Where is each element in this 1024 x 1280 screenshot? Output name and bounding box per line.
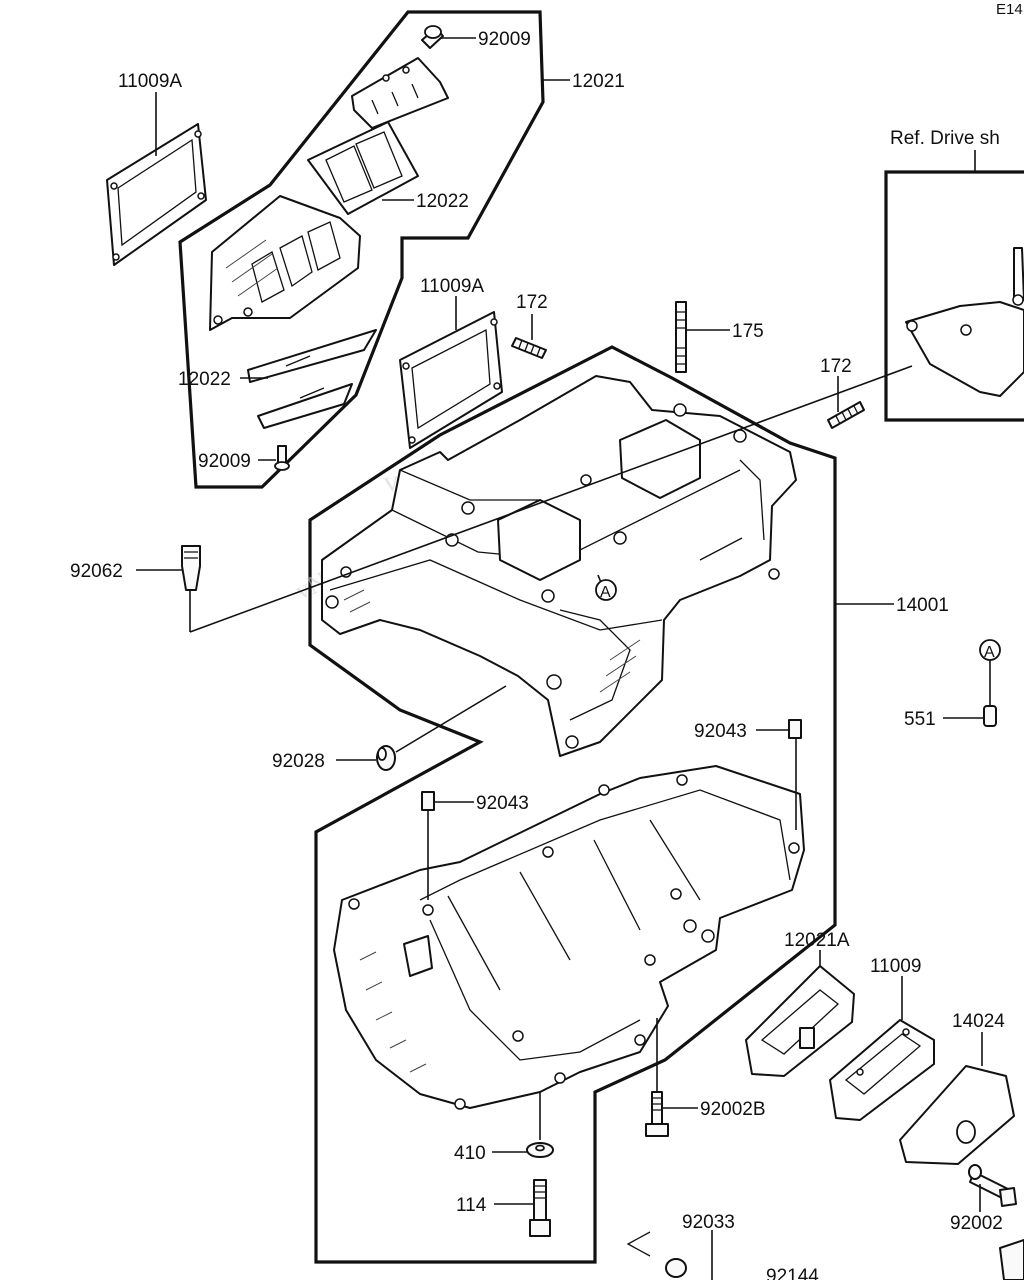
label-11009: 11009	[870, 956, 921, 977]
label-172-right: 172	[820, 356, 852, 377]
part-92033	[665, 1258, 687, 1278]
bolt-114	[529, 1179, 551, 1237]
label-11009a-middle: 11009A	[420, 276, 484, 297]
reed-petal-12022-upper	[307, 121, 419, 215]
screw-92009-bottom	[274, 445, 290, 471]
label-175: 175	[732, 321, 764, 342]
label-92043-right: 92043	[694, 721, 747, 742]
diagram-code: E14	[996, 1, 1023, 18]
stud-172-right	[827, 401, 865, 429]
part-92144	[999, 1239, 1024, 1280]
label-172-left: 172	[516, 292, 548, 313]
svg-text:A: A	[600, 584, 611, 601]
label-410: 410	[454, 1143, 486, 1164]
lower-crankcase	[333, 765, 805, 1110]
label-12021: 12021	[572, 71, 625, 92]
marker-a-side: A	[979, 639, 1001, 661]
crankcase-group-outline	[308, 345, 837, 1264]
dowel-92043-left	[421, 791, 435, 811]
label-92033: 92033	[682, 1212, 735, 1233]
label-12022-upper: 12022	[416, 191, 469, 212]
reed-petal-12022-lower	[247, 329, 377, 429]
label-14001: 14001	[896, 595, 949, 616]
leader-lines	[136, 37, 991, 1280]
washer-410	[526, 1142, 554, 1158]
label-92009-bottom: 92009	[198, 451, 251, 472]
label-114: 114	[456, 1195, 487, 1216]
reed-stopper-upper	[351, 57, 449, 129]
screw-92009-top	[421, 25, 444, 49]
label-12022-lower: 12022	[178, 369, 231, 390]
drive-shaft-housing	[905, 247, 1024, 397]
bolt-92002	[968, 1164, 1017, 1207]
label-92062: 92062	[70, 561, 123, 582]
ref-drive-shaft-label: Ref. Drive sh	[890, 128, 1000, 149]
label-14024: 14024	[952, 1011, 1005, 1032]
label-92043-left: 92043	[476, 793, 529, 814]
dowel-92043-right	[788, 719, 802, 739]
drive-shaft-ref-box	[884, 170, 1024, 422]
label-92009-top: 92009	[478, 29, 531, 50]
marker-a-crankcase: A	[595, 579, 617, 601]
label-92002b: 92002B	[700, 1099, 766, 1120]
label-92002: 92002	[950, 1213, 1003, 1234]
label-92028: 92028	[272, 751, 325, 772]
bolt-92062	[181, 545, 201, 591]
bolt-92002b	[645, 1091, 669, 1137]
reed-valve-group-outline	[178, 10, 545, 489]
cover-14024	[899, 1065, 1015, 1165]
label-12021a: 12021A	[784, 930, 850, 951]
plug-92028	[376, 745, 396, 771]
gasket-11009	[829, 1019, 935, 1121]
stud-175	[675, 301, 687, 373]
label-11009a-left: 11009A	[118, 71, 182, 92]
svg-text:A: A	[984, 644, 995, 661]
arrow-indicator	[626, 1231, 651, 1257]
gasket-11009a-left	[106, 123, 207, 266]
part-551	[983, 705, 997, 727]
stud-172-left	[511, 337, 547, 359]
reed-block	[209, 195, 361, 331]
gasket-11009a-middle	[399, 311, 503, 449]
label-92144: 92144	[766, 1266, 819, 1280]
upper-crankcase	[321, 375, 797, 757]
label-551: 551	[904, 709, 936, 730]
